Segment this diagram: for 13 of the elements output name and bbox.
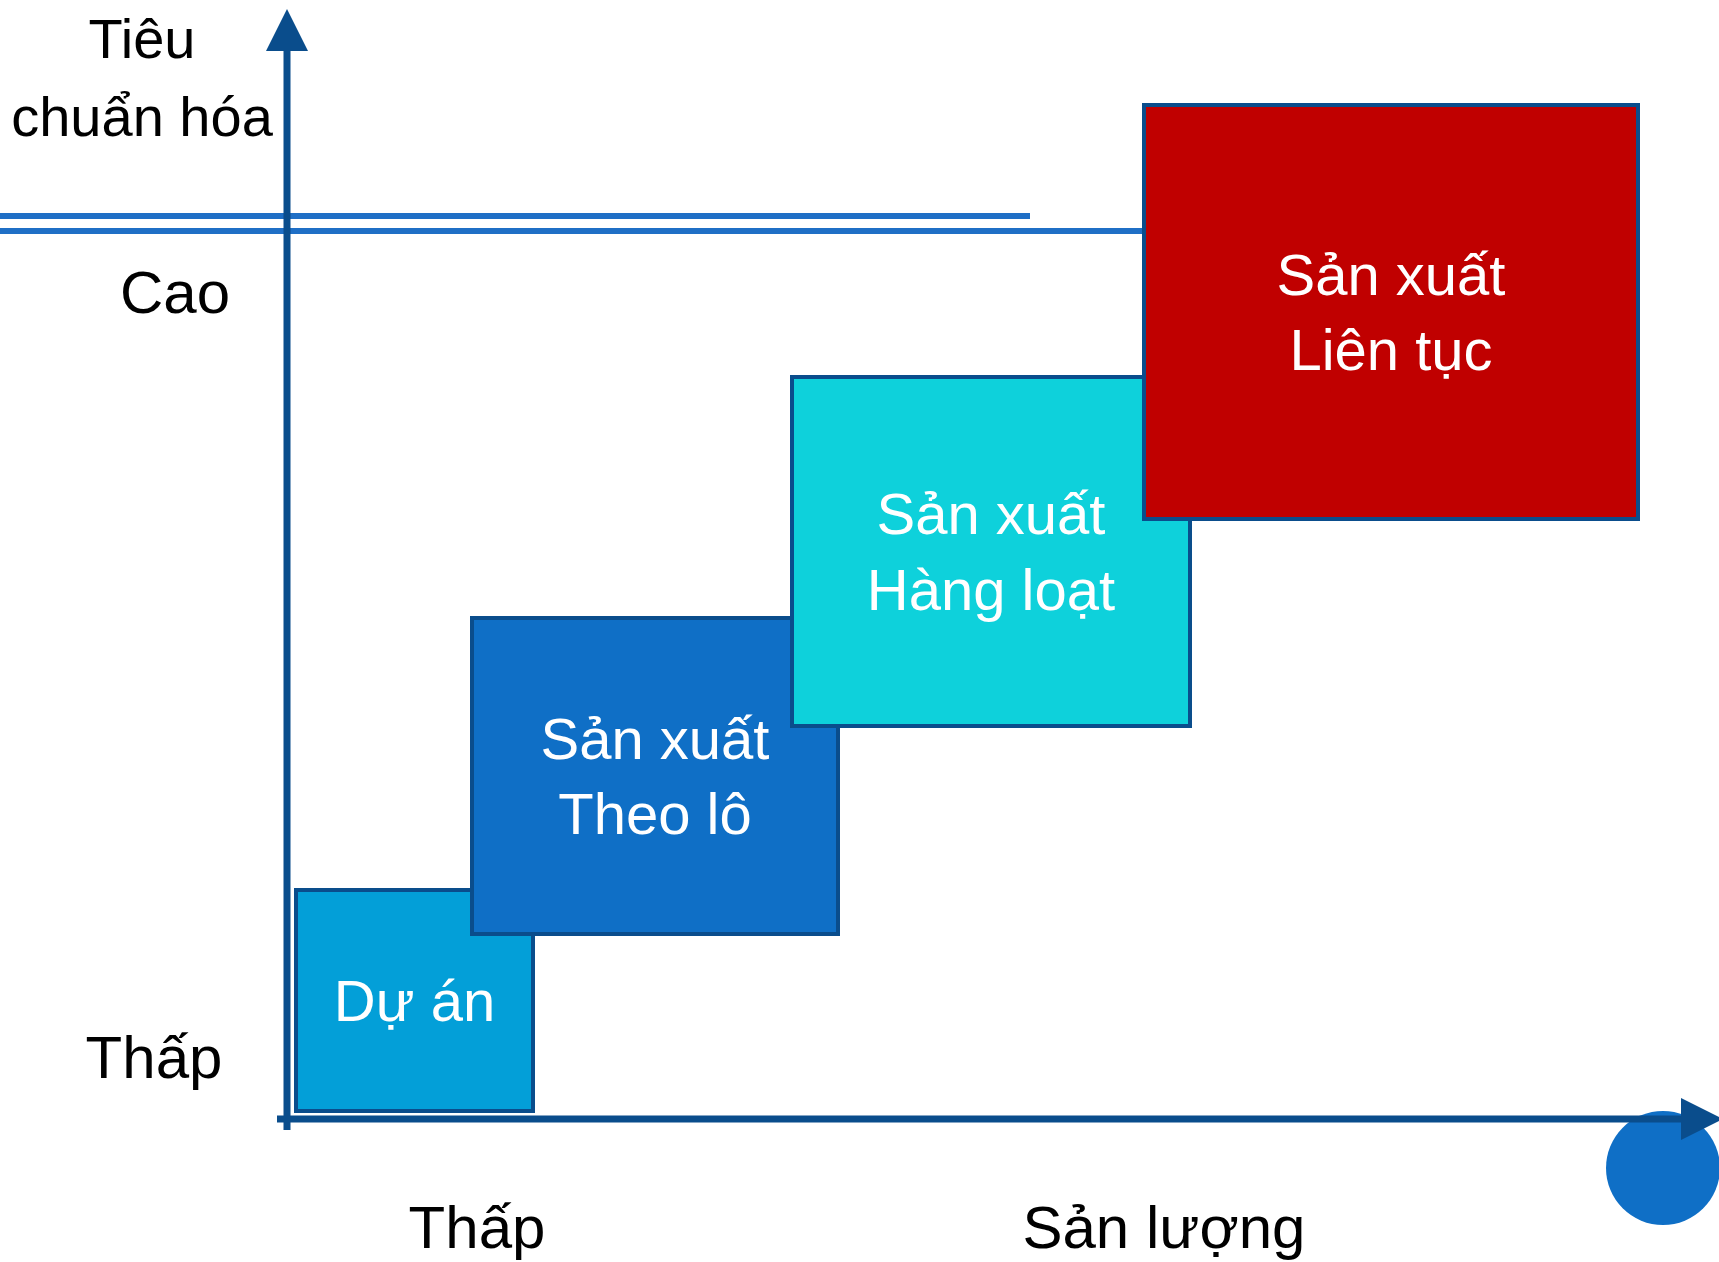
box-label: Sản xuất Liên tục bbox=[1275, 240, 1507, 384]
process-box bbox=[1142, 103, 1640, 521]
axis-label: Thấp bbox=[84, 1023, 224, 1093]
process-box bbox=[294, 888, 535, 1113]
box-label: Sản xuất Theo lô bbox=[539, 704, 771, 848]
process-box bbox=[790, 375, 1192, 728]
axis-label: Cao bbox=[118, 258, 232, 328]
axis-label: Tiêu chuẩn hóa bbox=[10, 5, 274, 150]
process-box bbox=[470, 616, 840, 936]
axis-label: Thấp bbox=[407, 1193, 547, 1262]
box-label: Dự án bbox=[332, 966, 497, 1035]
box-label: Sản xuất Hàng loạt bbox=[865, 480, 1117, 624]
axis-label: Sản lượng bbox=[1021, 1193, 1307, 1262]
